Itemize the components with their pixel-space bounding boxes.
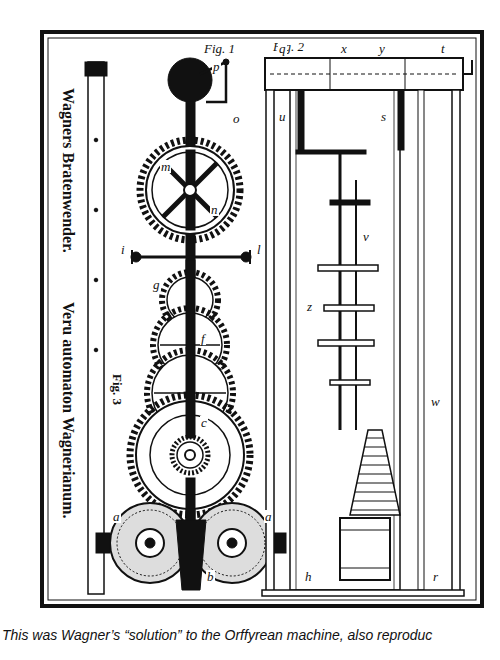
part-letter: x xyxy=(340,42,348,55)
fig1-gear-train xyxy=(186,260,195,438)
drums xyxy=(136,529,164,557)
part-letter: n xyxy=(210,203,219,216)
fusee-winding xyxy=(366,438,383,439)
plate-subtitle: Veru automaton Wagnerianum. xyxy=(60,300,76,520)
fig1-gear-train xyxy=(146,146,234,234)
fig3-bar xyxy=(88,62,104,594)
fusee-winding xyxy=(361,465,390,466)
part-letter: r xyxy=(432,570,439,583)
part-letter: y xyxy=(378,42,386,55)
fig3-bar xyxy=(85,62,107,594)
fig3-bar xyxy=(94,348,98,352)
drums xyxy=(145,538,155,548)
part-letter: m xyxy=(160,160,171,173)
part-letter: h xyxy=(304,570,313,583)
part-letter: z xyxy=(306,300,313,313)
fig2-side-view xyxy=(265,58,463,90)
fig2-side-view xyxy=(318,340,374,346)
drums xyxy=(96,503,286,590)
fig2-side-view xyxy=(418,90,424,590)
part-letter: u xyxy=(278,110,287,123)
fig2-side-view xyxy=(340,518,390,580)
fig1-gear-train xyxy=(177,442,203,468)
fig1-gear-train xyxy=(249,250,251,264)
part-letter: v xyxy=(362,230,370,243)
fig3-bar xyxy=(94,208,98,212)
fig2-side-view xyxy=(330,380,370,385)
fig2-side-view xyxy=(318,265,378,271)
fig2-side-view xyxy=(351,438,399,510)
fig2-side-view xyxy=(340,568,390,569)
part-letter: b xyxy=(206,570,215,583)
fig2-side-view xyxy=(463,60,472,74)
figure-label: Fig. 2 xyxy=(272,40,305,53)
part-letter: a xyxy=(112,510,121,523)
fig2-side-view xyxy=(452,90,460,592)
part-letter: f xyxy=(200,332,206,345)
fig2-side-view xyxy=(405,58,406,90)
part-letter: w xyxy=(430,395,441,408)
drums xyxy=(117,510,183,576)
fig1-gear-train xyxy=(184,184,196,196)
part-letter: g xyxy=(152,278,161,291)
fig2-side-view xyxy=(330,58,331,90)
fig2-side-view xyxy=(262,590,464,596)
fusee-winding xyxy=(355,492,395,493)
fig1-gear-train xyxy=(223,59,229,65)
drums xyxy=(218,529,246,557)
fig2-side-view xyxy=(290,90,400,590)
drums xyxy=(199,510,265,576)
fusee-winding xyxy=(359,474,392,475)
part-letter: l xyxy=(256,243,262,256)
fig2-side-view xyxy=(398,90,404,150)
part-letter: q xyxy=(278,42,287,55)
fusee-winding xyxy=(357,483,393,484)
part-letter: a xyxy=(264,510,273,523)
fig2-side-view xyxy=(298,90,304,150)
part-letter: t xyxy=(440,42,446,55)
caption: This was Wagner’s “solution” to the Orff… xyxy=(2,628,432,642)
drums xyxy=(176,520,206,590)
fig3-bar xyxy=(94,278,98,282)
plate-frame xyxy=(42,32,482,606)
fig3-bar xyxy=(94,138,98,142)
fig1-gear-train xyxy=(131,250,133,264)
fig1-gear-train xyxy=(130,58,251,558)
fig2-side-view xyxy=(262,58,472,596)
fig1-gear-train xyxy=(140,140,240,240)
fig2-side-view xyxy=(339,154,342,430)
part-letter: s xyxy=(380,110,387,123)
fig2-side-view xyxy=(330,200,370,205)
part-letter: p xyxy=(212,60,221,73)
drums xyxy=(227,538,237,548)
fig3-bar xyxy=(85,62,107,76)
fig1-gear-train xyxy=(138,256,244,259)
fig1-gear-train xyxy=(168,58,212,102)
plate-title: Wagners Bratenwender. xyxy=(60,86,76,255)
fig2-side-view xyxy=(324,305,374,311)
fusee-winding xyxy=(351,510,399,511)
part-letter: c xyxy=(200,416,208,429)
fig2-side-view xyxy=(340,530,390,531)
drums xyxy=(96,533,110,553)
plate-frame xyxy=(48,38,476,600)
part-letter: i xyxy=(120,243,126,256)
figure-label: Fig. 1 xyxy=(203,42,236,55)
fig1-gear-train xyxy=(172,437,208,473)
fig2-side-view xyxy=(296,150,366,154)
plate-frame xyxy=(42,32,482,606)
fig2-side-view xyxy=(270,74,458,75)
fig1-gear-train xyxy=(185,450,195,460)
fusee-winding xyxy=(364,447,385,448)
fusee-winding xyxy=(362,456,387,457)
figure-label: Fig. 3 xyxy=(111,372,124,407)
fig2-side-view xyxy=(350,430,400,515)
fusee-winding xyxy=(353,501,397,502)
part-letter: o xyxy=(232,112,241,125)
